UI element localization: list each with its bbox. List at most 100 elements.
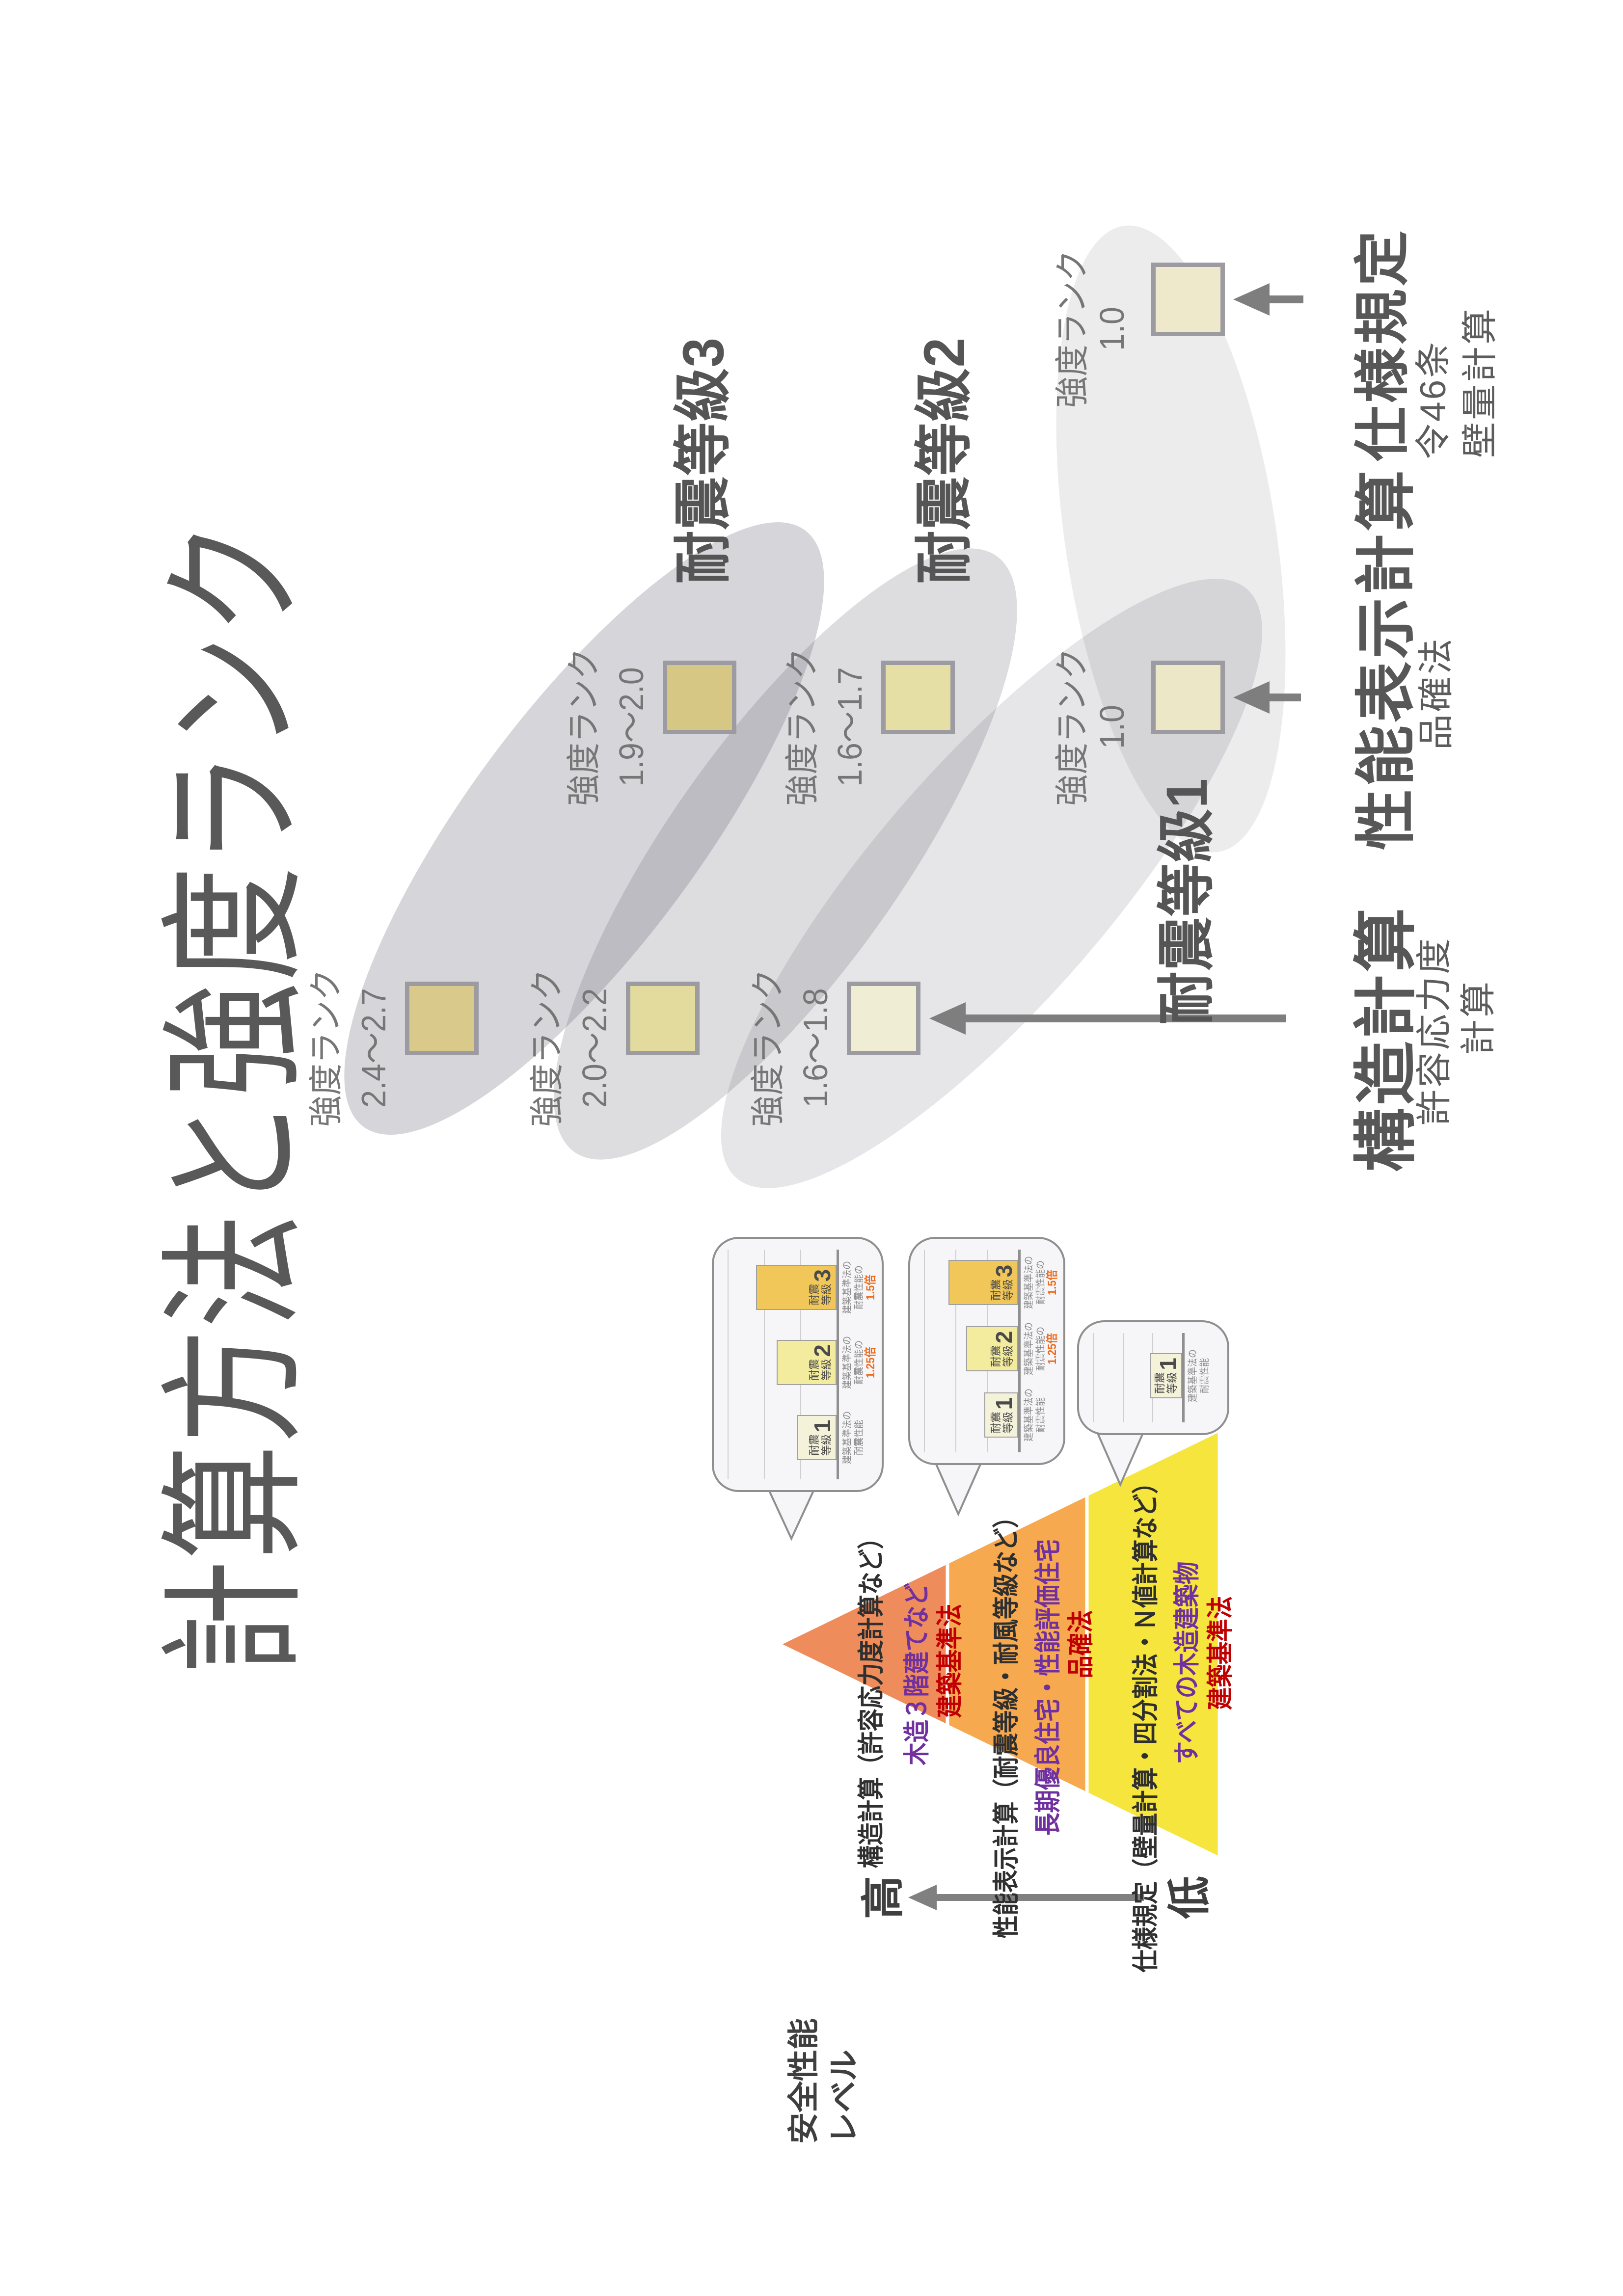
bar-note: 建築基準法の耐震性能	[1023, 1389, 1047, 1442]
grade-label-3: 耐震等級3	[671, 337, 736, 584]
bar-note-line: 建築基準法の	[842, 1411, 853, 1465]
method-kozo-sub-2: 計算	[1459, 980, 1498, 1055]
bar-note-multiplier: 1.25倍	[864, 1347, 877, 1378]
bar-note-line: 建築基準法の	[842, 1260, 853, 1314]
grade-label-2: 耐震等級2	[912, 337, 977, 584]
bar-grade-number: 1	[991, 1397, 1017, 1410]
chart-gridline	[728, 1250, 729, 1479]
arrow-shiyo-head	[1233, 283, 1270, 316]
bar-note: 建築基準法の耐震性能	[841, 1411, 865, 1464]
bar-grade-number: 2	[991, 1331, 1017, 1344]
bar-grade-name: 耐震等級	[990, 1412, 1014, 1434]
pyramid-row-0: 構造計算（許容応力度計算など）	[857, 1526, 886, 1869]
bar-label: 耐震等級 1	[1154, 1354, 1181, 1397]
strength-square-s1	[405, 982, 479, 1055]
pyramid-band-bottom	[1085, 1427, 1221, 1861]
strength-rank-value: 1.0	[1093, 307, 1131, 351]
strength-square-s2	[663, 661, 736, 734]
bar-grade-number: 1	[810, 1419, 835, 1433]
chart-baseline	[1018, 1250, 1021, 1452]
strength-rank-value: 1.9～2.0	[612, 667, 650, 787]
safety-axis-high: 高	[859, 1875, 907, 1919]
chart-gridline	[1122, 1333, 1124, 1422]
band-grade1-row	[1056, 225, 1286, 853]
strength-square-s5	[847, 982, 920, 1055]
safety-axis-title: 安全性能 レベル	[784, 2018, 864, 2144]
method-seino-sub-1: 品確法	[1416, 637, 1456, 750]
bar-note-multiplier: 1.5倍	[864, 1274, 877, 1300]
bar-label: 耐震等級 1	[990, 1394, 1017, 1437]
strength-rank-value: 1.6～1.7	[831, 667, 869, 787]
arrow-seino-head	[1233, 681, 1270, 714]
method-shiyo-sub-2: 壁量計算	[1460, 307, 1500, 458]
callout-kozo-bar-2: 耐震等級 2	[777, 1340, 837, 1385]
arrow-kozo-shaft	[962, 1015, 1286, 1022]
callout-shiyo-bar-1: 耐震等級 1	[1150, 1353, 1182, 1398]
strength-square-s6	[1151, 263, 1225, 336]
callout-seino-bar-1: 耐震等級 1	[984, 1392, 1018, 1438]
bar-grade-name: 耐震等級	[808, 1359, 833, 1381]
method-shiyo-sub-1: 令46条	[1413, 340, 1453, 459]
bar-note-line: 耐震性能の	[854, 1340, 865, 1385]
bar-note-line: 建築基準法の	[1024, 1388, 1034, 1442]
strength-rank-value: 2.0～2.2	[575, 988, 614, 1108]
bar-note-line: 耐震性能の	[854, 1265, 865, 1309]
strength-square-s4	[881, 661, 955, 734]
pyramid-row-3: 性能表示計算（耐震等級・耐風等級など）	[992, 1505, 1021, 1939]
page-title: 計算方法と強度ランク	[152, 519, 317, 1675]
bar-note-line: 耐震性能の	[1035, 1260, 1046, 1305]
bar-grade-name: 耐震等級	[990, 1345, 1014, 1367]
bar-note-line: 耐震性能	[1199, 1358, 1210, 1393]
bar-note-line: 耐震性能の	[1035, 1327, 1046, 1371]
arrow-shiyo-shaft	[1266, 295, 1303, 303]
bar-note-multiplier: 1.5倍	[1046, 1270, 1059, 1296]
arrow-kozo-head	[929, 1002, 966, 1035]
pyramid-row-2: 建築基準法	[935, 1603, 965, 1718]
bar-note-line: 耐震性能	[1035, 1397, 1046, 1433]
strength-rank-value: 1.0	[1093, 705, 1131, 749]
bar-label: 耐震等級 2	[808, 1341, 835, 1384]
bar-note-line: 建築基準法の	[1024, 1322, 1034, 1376]
safety-axis-title-line2: レベル	[826, 2050, 862, 2144]
strength-square-s7	[1151, 661, 1225, 734]
chart-baseline	[1182, 1333, 1185, 1422]
chart-gridline	[1093, 1333, 1094, 1422]
strength-rank-label: 強度ランク	[528, 969, 566, 1127]
strength-rank-label: 強度ランク	[307, 969, 345, 1127]
safety-axis-low: 低	[1165, 1875, 1214, 1919]
arrow-seino-shaft	[1266, 694, 1301, 701]
safety-axis-arrow-shaft	[934, 1894, 1144, 1901]
safety-axis-title-line1: 安全性能	[786, 2018, 821, 2144]
bar-grade-number: 1	[1155, 1358, 1181, 1370]
pyramid-row-8: 建築基準法	[1206, 1596, 1235, 1710]
strength-rank-label: 強度ランク	[1053, 250, 1091, 408]
chart-gridline	[924, 1250, 925, 1452]
strength-rank-label: 強度ランク	[783, 648, 821, 806]
chart-baseline	[837, 1250, 839, 1479]
strength-rank-label: 強度ランク	[1053, 648, 1091, 806]
callout-shiyo: 耐震等級 1 建築基準法の耐震性能	[1077, 1320, 1229, 1435]
bar-note-line: 建築基準法の	[842, 1336, 853, 1389]
bar-note-line: 建築基準法の	[1188, 1349, 1198, 1402]
strength-rank-value: 2.4～2.7	[354, 988, 393, 1108]
bar-grade-name: 耐震等級	[1154, 1372, 1178, 1394]
bar-note-multiplier: 1.25倍	[1046, 1333, 1059, 1365]
bar-note: 建築基準法の耐震性能	[1187, 1349, 1211, 1402]
safety-axis-arrow-head	[908, 1885, 937, 1910]
bar-grade-number: 2	[810, 1344, 835, 1357]
